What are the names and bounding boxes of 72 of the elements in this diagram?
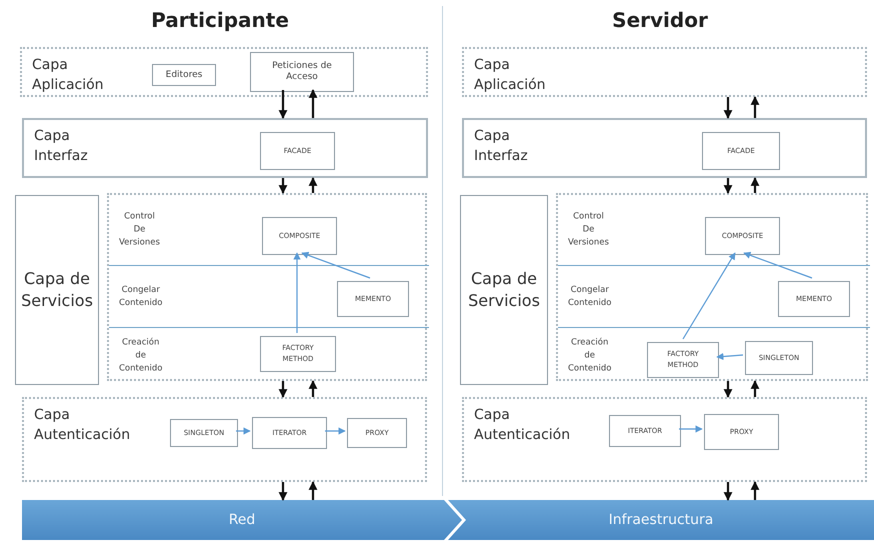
- layer-label: Capa Aplicación: [32, 56, 104, 95]
- layer-label: Capa de Servicios: [467, 268, 541, 312]
- pattern-label: Peticiones de Acceso: [271, 61, 333, 83]
- arrow: [743, 252, 812, 279]
- layer-label: Capa Interfaz: [34, 127, 88, 166]
- arrow: [301, 252, 370, 279]
- pattern-box: [170, 419, 238, 447]
- arrow: [750, 96, 760, 118]
- layer-box: [462, 118, 867, 178]
- band-label: Control De Versiones: [568, 210, 609, 250]
- arrow: [308, 89, 318, 118]
- arrow: [236, 427, 251, 435]
- arrow: [724, 178, 732, 194]
- column-title: Participante: [150, 8, 290, 32]
- layer-label: Capa Autenticación: [474, 406, 570, 445]
- services-container: [556, 193, 868, 381]
- band-label: Control De Versiones: [119, 210, 160, 250]
- pattern-box: [778, 281, 850, 317]
- arrow: [293, 252, 301, 333]
- arrow: [724, 482, 732, 501]
- pattern-box: [745, 341, 813, 375]
- pattern-box: [250, 52, 354, 92]
- layer-label: Capa de Servicios: [20, 268, 94, 312]
- band-label: Congelar Contenido: [568, 284, 612, 310]
- pattern-label: Editores: [164, 70, 204, 80]
- arrow: [278, 482, 288, 501]
- pattern-box: [647, 342, 719, 378]
- pattern-box: [260, 132, 335, 170]
- layer-box: [462, 397, 867, 482]
- arrow: [682, 252, 736, 340]
- band-label: Congelar Contenido: [119, 284, 162, 310]
- pattern-box: [705, 217, 780, 255]
- chevron-band: [22, 500, 462, 540]
- arrow: [308, 380, 318, 397]
- arrow: [716, 352, 744, 360]
- layer-box: [22, 118, 428, 178]
- arrow: [750, 380, 760, 397]
- layer-label: Capa Interfaz: [474, 127, 528, 166]
- arrow: [325, 427, 346, 435]
- pattern-box: [252, 417, 327, 449]
- arrow: [308, 177, 318, 193]
- arrow: [750, 481, 760, 500]
- pattern-box: [702, 132, 780, 170]
- arrow: [750, 177, 760, 193]
- pattern-box: [704, 414, 779, 450]
- column-title: Servidor: [611, 8, 709, 32]
- layer-label: Capa Autenticación: [34, 406, 130, 445]
- pattern-box: [337, 281, 409, 317]
- chevron-band: [448, 500, 874, 540]
- pattern-box: [260, 336, 336, 372]
- layer-box: [462, 47, 867, 97]
- layer-box: [22, 397, 427, 482]
- band-label: Creación de Contenido: [119, 336, 162, 375]
- pattern-box: [609, 415, 681, 447]
- pattern-box: [152, 64, 216, 86]
- pattern-box: [262, 217, 337, 255]
- layer-title-box: [15, 195, 99, 385]
- layer-box: [20, 47, 428, 97]
- pattern-box: [347, 418, 407, 448]
- band-label: Red: [228, 512, 256, 528]
- arrow: [278, 178, 288, 194]
- layer-label: Capa Aplicación: [474, 56, 546, 95]
- arrow: [724, 97, 732, 119]
- arrow: [308, 481, 318, 500]
- services-container: [107, 193, 427, 381]
- arrow: [679, 425, 703, 433]
- arrow: [278, 381, 288, 398]
- arrow: [278, 90, 288, 119]
- layer-title-box: [460, 195, 548, 385]
- band-label: Infraestructura: [608, 512, 714, 528]
- band-label: Creación de Contenido: [568, 336, 612, 375]
- arrow: [724, 381, 732, 398]
